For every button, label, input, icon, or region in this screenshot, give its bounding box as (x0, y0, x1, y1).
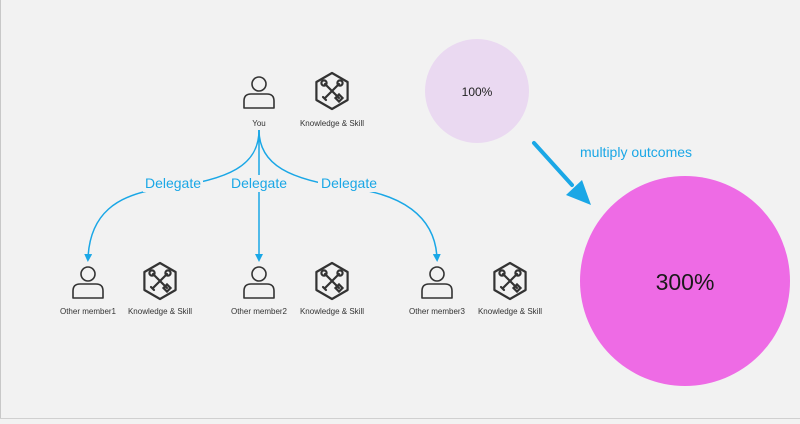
member2-person-icon (243, 266, 275, 299)
you-label: You (252, 119, 266, 128)
delegate-arrow-right (258, 129, 441, 262)
multiply-outcomes-label: multiply outcomes (580, 144, 692, 160)
delegate-label-right: Delegate (321, 175, 377, 191)
member3-person-icon (421, 266, 453, 299)
delegate-bg-right (318, 175, 380, 192)
outcome-large-circle (580, 176, 790, 386)
member3-skill-label: Knowledge & Skill (478, 307, 542, 316)
member1-skill-label: Knowledge & Skill (128, 307, 192, 316)
delegate-bg-left (143, 175, 203, 192)
you-person-icon (243, 76, 275, 109)
outcome-small-value: 100% (462, 85, 493, 99)
delegate-label-middle: Delegate (231, 175, 287, 191)
delegate-connectors (84, 129, 441, 262)
delegate-label-left: Delegate (145, 175, 201, 191)
outcome-large-value: 300% (656, 269, 715, 295)
member2-label: Other member2 (231, 307, 288, 316)
outcome-small-circle (425, 39, 529, 143)
you-skill-icon (315, 71, 349, 111)
delegate-arrow-left (84, 129, 260, 262)
delegate-bg-middle (229, 175, 289, 192)
member3-skill-icon (493, 261, 527, 301)
you-skill-label: Knowledge & Skill (300, 119, 364, 128)
member3-label: Other member3 (409, 307, 466, 316)
multiply-arrow (532, 141, 591, 205)
member2-skill-label: Knowledge & Skill (300, 307, 364, 316)
member1-skill-icon (143, 261, 177, 301)
member1-label: Other member1 (60, 307, 117, 316)
member1-person-icon (72, 266, 104, 299)
left-border (0, 0, 1, 419)
member2-skill-icon (315, 261, 349, 301)
